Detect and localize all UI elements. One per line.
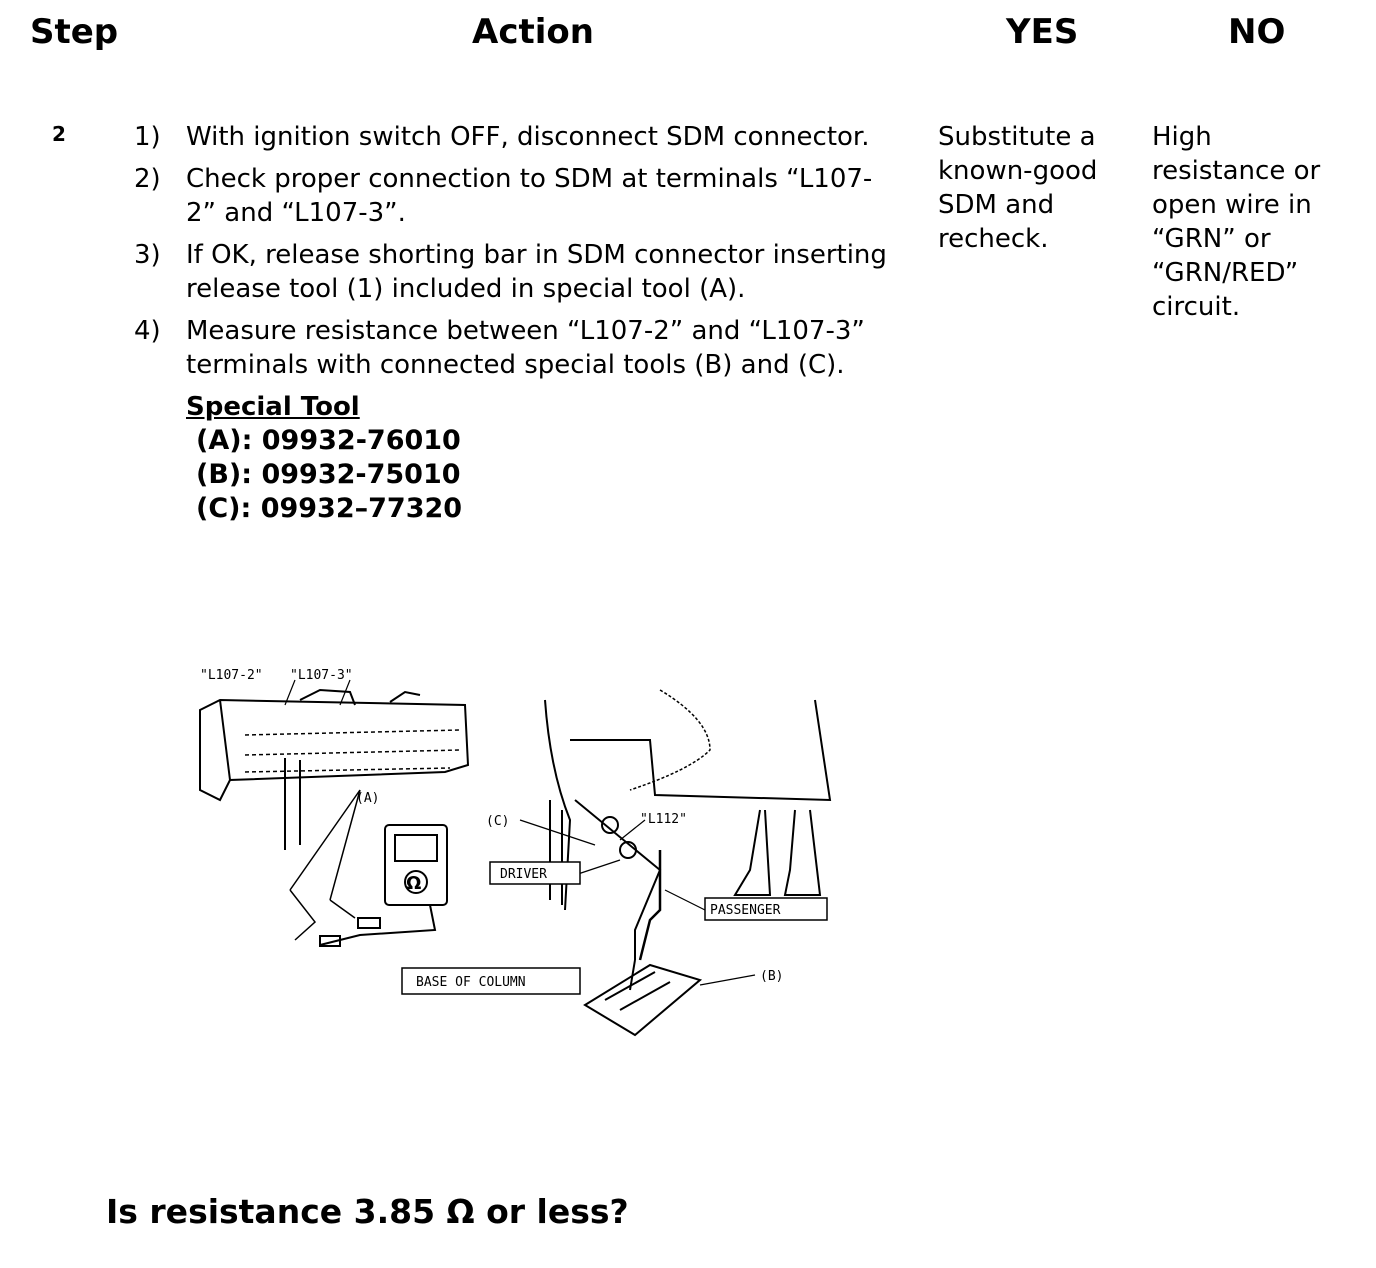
action-item-number: 4) (134, 316, 161, 346)
action-item-text: Measure resistance between “L107-2” and … (186, 316, 865, 380)
special-tool-a: (A): 09932-76010 (196, 425, 461, 456)
label-tool-c: (C) (486, 814, 509, 829)
special-tool-b-box (583, 959, 703, 1037)
sdm-connector (199, 688, 470, 802)
header-no: NO (1228, 12, 1286, 52)
label-tool-a: (A) (356, 791, 379, 806)
yes-cell: Substitute a known-good SDM and recheck. (938, 122, 1098, 254)
action-cell: 1) With ignition switch OFF, disconnect … (134, 120, 894, 526)
action-item: 4) Measure resistance between “L107-2” a… (134, 314, 894, 382)
action-item-text: With ignition switch OFF, disconnect SDM… (186, 122, 870, 152)
label-base-of-column: BASE OF COLUMN (416, 975, 526, 990)
special-tool-title: Special Tool (186, 392, 360, 422)
label-driver: DRIVER (500, 867, 547, 882)
no-cell: High resistance or open wire in “GRN” or… (1152, 122, 1321, 322)
steering-column (544, 689, 832, 961)
ohmmeter (384, 824, 448, 906)
special-tool-b: (B): 09932-75010 (196, 459, 461, 490)
wiring-illustration: "L107-2" "L107-3" (A) (C) "L112" DRIVER … (190, 660, 840, 1045)
action-item: 2) Check proper connection to SDM at ter… (134, 162, 894, 230)
action-item: 1) With ignition switch OFF, disconnect … (134, 120, 894, 154)
ohm-symbol: Ω (406, 873, 421, 894)
special-tool-c: (C): 09932–77320 (196, 493, 463, 524)
action-item-text: Check proper connection to SDM at termin… (186, 164, 873, 228)
action-item-number: 3) (134, 240, 161, 270)
connector-diagram: "L107-2" "L107-3" (A) (C) "L112" DRIVER … (199, 668, 832, 1037)
question-text: Is resistance 3.85 Ω or less? (106, 1192, 629, 1231)
header-action: Action (472, 12, 594, 52)
step-number: 2 (52, 122, 66, 146)
label-l107-3: "L107-3" (290, 668, 353, 683)
label-tool-b: (B) (760, 969, 783, 984)
header-yes: YES (1006, 12, 1079, 52)
action-item-number: 2) (134, 164, 161, 194)
action-item-text: If OK, release shorting bar in SDM conne… (186, 240, 887, 304)
label-l112: "L112" (640, 812, 687, 827)
header-step: Step (30, 12, 119, 52)
label-l107-2: "L107-2" (200, 668, 263, 683)
action-item-number: 1) (134, 122, 161, 152)
action-item: 3) If OK, release shorting bar in SDM co… (134, 238, 894, 306)
label-passenger: PASSENGER (710, 903, 781, 918)
